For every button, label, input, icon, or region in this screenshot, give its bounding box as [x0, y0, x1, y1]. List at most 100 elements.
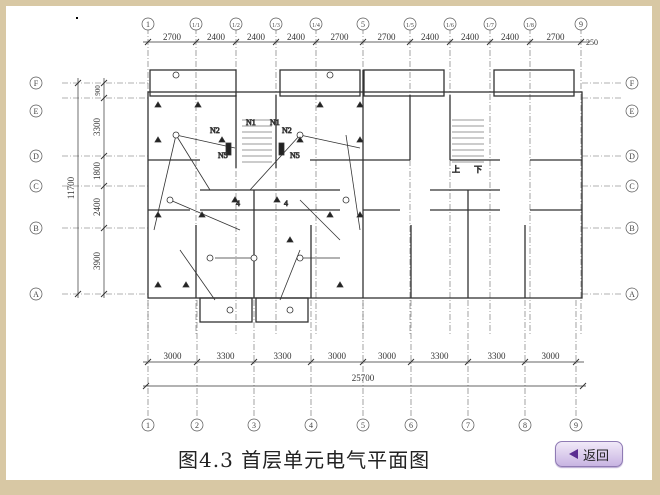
dimension-tick: [100, 79, 108, 87]
axis-bubble-top: [141, 17, 155, 31]
dimension-tick: [100, 224, 108, 232]
left-dimension-text: 1800: [92, 162, 102, 181]
axis-bubble-bottom: [404, 418, 418, 432]
axis-bubble-top: [574, 17, 588, 31]
back-button-label: 返回: [582, 448, 609, 464]
dimension-tick: [193, 358, 201, 366]
walls: [147, 69, 583, 323]
wire: [175, 134, 211, 191]
wire: [299, 134, 361, 149]
dimension-tick: [74, 290, 82, 298]
circuit-label: 4: [236, 199, 240, 208]
axis-bubble-bottom-text: 2: [195, 421, 199, 430]
axis-bubble-bottom-text: 5: [361, 421, 365, 430]
axis-bubble-right-text: D: [629, 152, 635, 161]
figure-caption: 图4.3 首层单元电气平面图: [178, 448, 431, 472]
circuit-label: N2: [282, 126, 292, 135]
bottom-dimension-text: 3000: [542, 351, 561, 361]
axis-bubble-top-text: 1/8: [526, 23, 534, 29]
socket-icon: [231, 196, 239, 203]
dimension-tick: [407, 358, 415, 366]
top-dimension-text: 2400: [421, 32, 440, 42]
axis-bubble-top-text: 1/6: [446, 23, 454, 29]
dimension-tick: [142, 382, 150, 390]
axis-bubble-right-text: E: [630, 107, 635, 116]
wire: [249, 134, 301, 191]
dimension-tick: [307, 358, 315, 366]
top-dimension-text: 2400: [461, 32, 480, 42]
axis-bubble-bottom-text: 3: [252, 421, 256, 430]
axis-bubble-left: [29, 76, 43, 90]
top-dimension-text: 2700: [163, 32, 182, 42]
light-fixture-icon: [226, 306, 234, 314]
light-fixture-icon: [326, 71, 334, 79]
axis-bubble-top: [189, 17, 203, 31]
wall-outline: [149, 69, 237, 97]
dimension-tick: [526, 38, 534, 46]
axis-bubble-left-text: A: [33, 290, 39, 299]
dimension-tick: [486, 38, 494, 46]
left-dimension-text: 900: [94, 85, 102, 96]
dimension-tick: [577, 38, 585, 46]
distribution-box-icon: [225, 142, 232, 156]
bottom-dimension-text: 3000: [164, 351, 183, 361]
circuit-label: N2: [210, 126, 220, 135]
light-fixture-icon: [166, 196, 174, 204]
wall-outline: [493, 69, 575, 97]
socket-icon: [356, 136, 364, 143]
dimension-tick: [406, 38, 414, 46]
axis-bubble-left: [29, 179, 43, 193]
axis-bubble-top-text: 1/5: [406, 23, 414, 29]
light-fixture-icon: [286, 306, 294, 314]
light-fixture-icon: [296, 254, 304, 262]
axis-bubble-top-text: 1: [146, 20, 150, 29]
axis-bubble-right: [625, 287, 639, 301]
dimension-tick: [100, 182, 108, 190]
wire: [179, 249, 216, 301]
axis-bubble-bottom-text: 8: [523, 421, 527, 430]
socket-icon: [198, 211, 206, 218]
dimension-tick: [100, 94, 108, 102]
stair-label: 上: [452, 165, 460, 174]
axis-bubble-left-text: C: [33, 182, 38, 191]
socket-icon: [316, 101, 324, 108]
axis-bubble-right: [625, 149, 639, 163]
wall-outline: [199, 297, 253, 323]
circuit-label: N5: [218, 151, 228, 160]
axis-bubble-bottom-text: 7: [466, 421, 470, 430]
socket-icon: [286, 236, 294, 243]
left-dimension-text: 2400: [92, 198, 102, 217]
axis-bubble-top: [229, 17, 243, 31]
bottom-dimension-text: 3300: [274, 351, 293, 361]
axis-bubble-right-text: A: [629, 290, 635, 299]
dimension-tick: [250, 358, 258, 366]
axis-bubble-left-text: B: [33, 224, 38, 233]
top-dimension-text: 2400: [501, 32, 520, 42]
top-dimension-text: 2400: [207, 32, 226, 42]
socket-icon: [336, 281, 344, 288]
top-dimension-text: 2700: [547, 32, 566, 42]
axis-bubble-left: [29, 104, 43, 118]
axis-bubble-bottom: [356, 418, 370, 432]
socket-icon: [296, 136, 304, 143]
wall-outline: [363, 69, 445, 97]
axis-bubble-top-text: 9: [579, 20, 583, 29]
axis-bubble-bottom: [190, 418, 204, 432]
axis-bubble-left: [29, 149, 43, 163]
light-fixture-icon: [250, 254, 258, 262]
back-button[interactable]: 返回: [555, 441, 623, 467]
axis-bubble-left: [29, 287, 43, 301]
axis-bubble-left-text: E: [34, 107, 39, 116]
circuit-label: N1: [270, 118, 280, 127]
bottom-dimension-text: 3000: [328, 351, 347, 361]
top-dimension-text: 2700: [378, 32, 397, 42]
top-dimension-text: 2700: [331, 32, 350, 42]
axis-bubble-bottom-text: 6: [409, 421, 413, 430]
axis-bubble-right: [625, 76, 639, 90]
dimension-tick: [272, 38, 280, 46]
axis-bubble-top-text: 1/2: [232, 23, 240, 29]
axis-bubble-top: [523, 17, 537, 31]
